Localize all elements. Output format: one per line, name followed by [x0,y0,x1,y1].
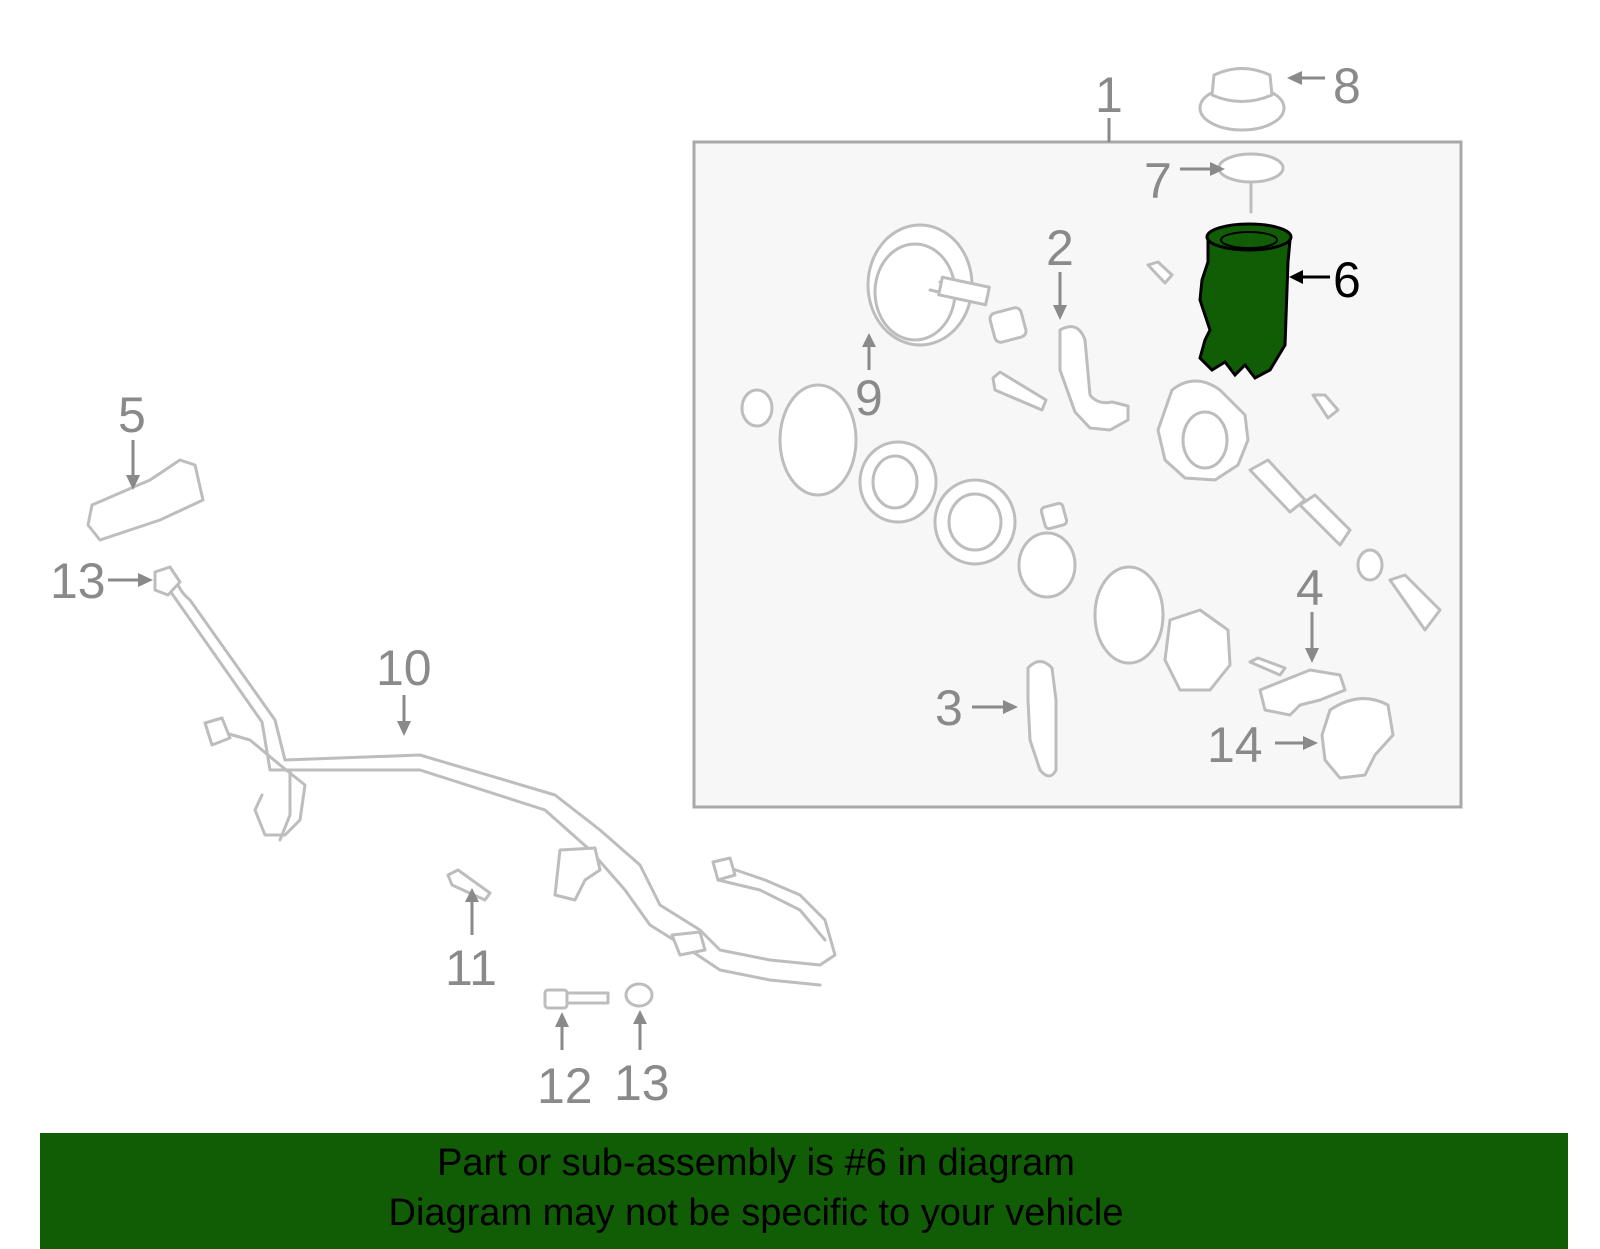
part-3-bracket [1026,660,1058,778]
callout-7: 7 [1144,153,1172,209]
part-13-clamp [624,982,654,1008]
callout-2: 2 [1046,220,1074,276]
callout-1: 1 [1095,67,1123,123]
info-banner: Part or sub-assembly is #6 in diagram Di… [40,1133,1568,1249]
callout-9: 9 [855,370,883,426]
part-6-reservoir[interactable] [1198,222,1293,380]
part-9-pulley [866,223,991,347]
callout-13b: 13 [614,1055,670,1111]
callout-6[interactable]: 6 [1333,252,1361,308]
callout-14: 14 [1207,717,1263,773]
part-10-hoses [153,565,837,987]
callout-13a: 13 [50,553,106,609]
part-spool-valve [1248,458,1442,632]
part-14-shield [1320,697,1395,780]
part-pump-housing [1156,379,1250,482]
part-11-bolt [446,868,492,902]
callout-12: 12 [537,1058,593,1114]
banner-line-1: Part or sub-assembly is #6 in diagram [437,1142,1075,1184]
banner-line-2: Diagram may not be specific to your vehi… [388,1192,1124,1234]
part-8-cap [1198,67,1286,132]
part-2-bracket [1058,325,1130,432]
part-bolt [991,370,1048,412]
part-rotor [1163,608,1232,692]
part-o-rings [740,383,1384,665]
part-nut [988,306,1028,344]
callout-8: 8 [1333,58,1361,114]
callout-4: 4 [1296,560,1324,616]
part-12-bolt [543,988,610,1010]
part-5-bracket [86,458,205,542]
callout-3: 3 [935,680,963,736]
callout-11: 11 [445,940,497,996]
part-4-bracket [1248,656,1347,717]
callout-10: 10 [376,640,432,696]
part-small-bolt [1146,260,1340,420]
leader-arrows [108,71,1330,1050]
callout-5: 5 [118,387,146,443]
